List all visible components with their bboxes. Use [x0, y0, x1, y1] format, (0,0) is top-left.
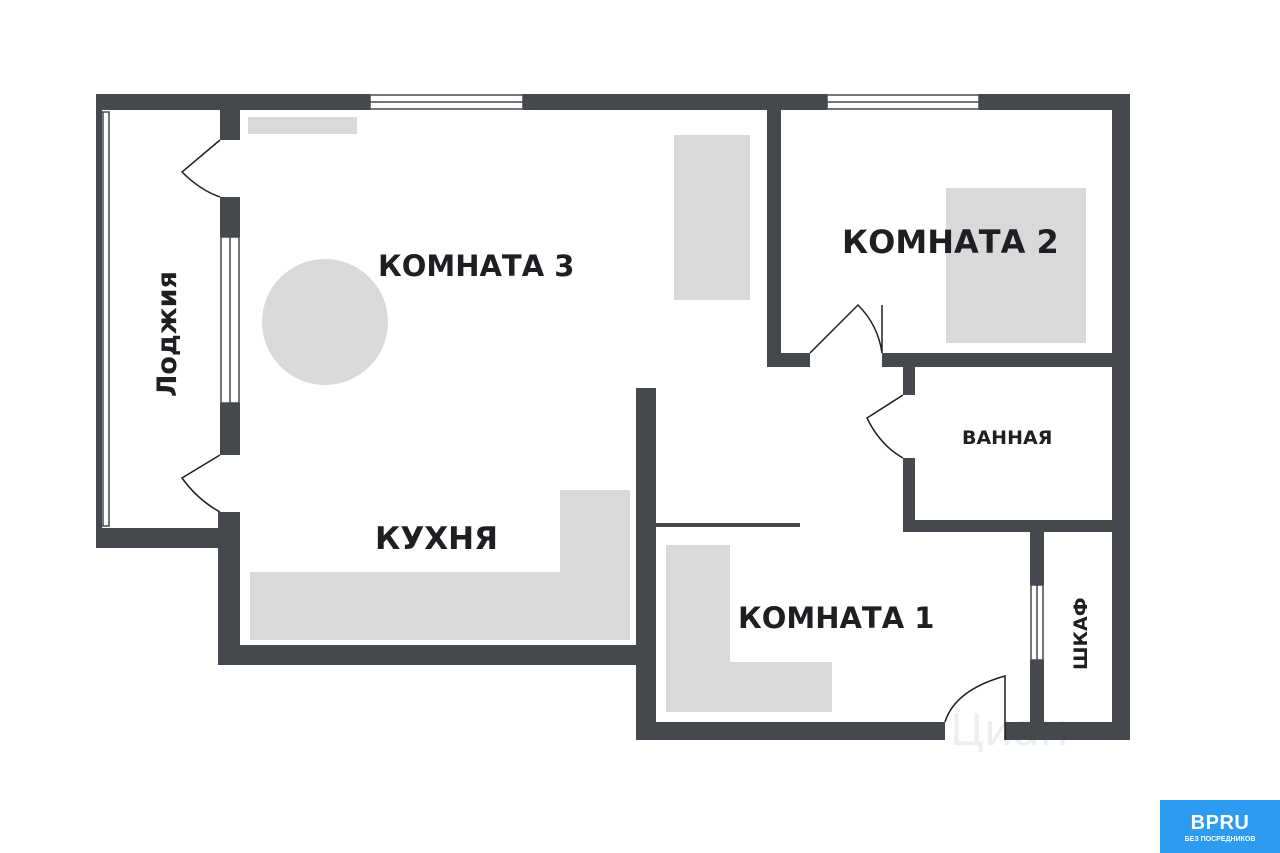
logo-tagline: БЕЗ ПОСРЕДНИКОВ — [1184, 836, 1256, 843]
room2-label: КОМНАТА 2 — [842, 223, 1059, 261]
round-table — [262, 259, 388, 385]
closet-label: ШКАФ — [1070, 597, 1092, 670]
kitchen-label: КУХНЯ — [375, 521, 498, 557]
bathroom-label: ВАННАЯ — [962, 427, 1052, 449]
room1-label: КОМНАТА 1 — [738, 601, 934, 635]
logo-name: BPRU — [1190, 812, 1250, 834]
room3-label: КОМНАТА 3 — [378, 249, 574, 283]
windows — [96, 94, 1044, 661]
furniture — [248, 117, 1086, 712]
walls — [96, 94, 1130, 740]
corner-sofa — [666, 545, 832, 712]
shelf — [248, 117, 357, 134]
doors — [180, 139, 1006, 740]
kitchen-counter — [250, 490, 630, 640]
bpru-logo: BPRU БЕЗ ПОСРЕДНИКОВ — [1160, 800, 1280, 853]
bed — [946, 188, 1086, 343]
sofa — [674, 135, 750, 300]
loggia-label: Лоджия — [152, 271, 183, 397]
